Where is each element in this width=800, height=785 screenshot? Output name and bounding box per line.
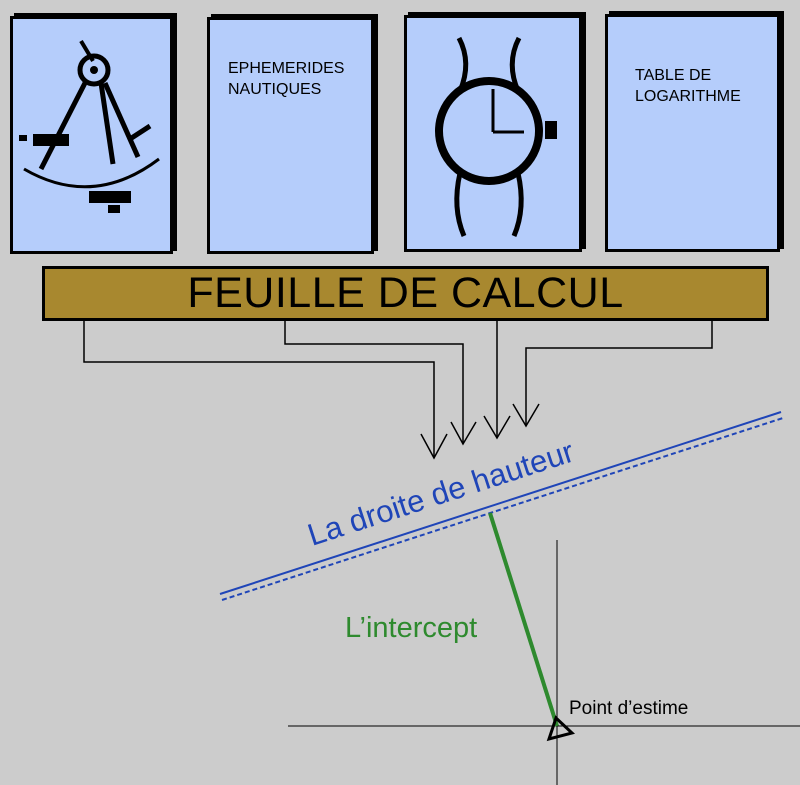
arrow-sextant	[83, 321, 435, 458]
droite-de-hauteur-line	[219, 411, 784, 601]
reference-axes	[288, 540, 800, 785]
point-estime-label: Point d’estime	[569, 698, 688, 719]
logarithmes-card: TABLE DE LOGARITHME	[605, 14, 780, 252]
watch-card	[404, 15, 582, 252]
logarithmes-label: TABLE DE LOGARITHME	[635, 67, 741, 105]
ephemerides-label: EPHEMERIDES NAUTIQUES	[228, 60, 345, 98]
droite-de-hauteur-label: La droite de hauteur	[303, 434, 578, 553]
wristwatch-icon	[435, 36, 557, 237]
feuille-de-calcul-banner: FEUILLE DE CALCUL	[42, 266, 769, 321]
intercept-line	[488, 512, 559, 727]
point-estime-marker	[546, 715, 576, 742]
feuille-de-calcul-label: FEUILLE DE CALCUL	[187, 269, 624, 317]
flow-arrows	[83, 321, 713, 460]
sextant-icon	[19, 39, 160, 213]
arrow-ephemerides	[284, 321, 464, 444]
arrow-logarithmes	[525, 321, 713, 426]
ephemerides-card: EPHEMERIDES NAUTIQUES	[207, 17, 374, 254]
sextant-card	[10, 16, 173, 254]
intercept-label: L’intercept	[345, 612, 477, 644]
